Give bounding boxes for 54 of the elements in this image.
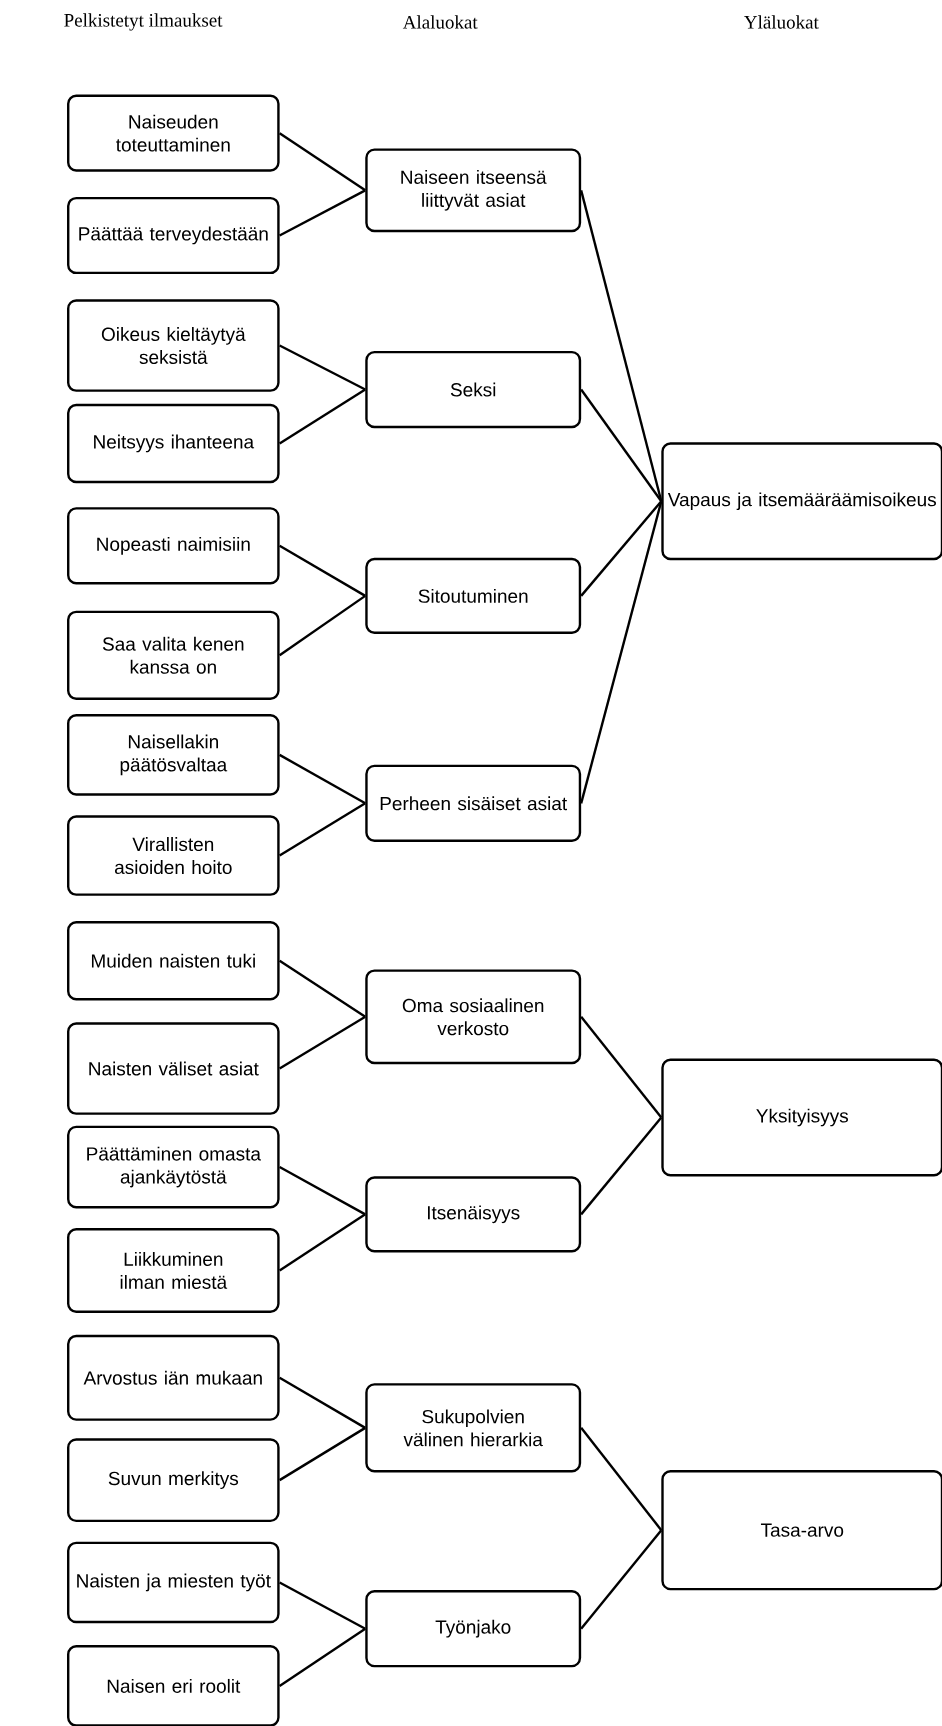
category-box: Naisen eri roolit <box>67 1645 280 1726</box>
connector-line <box>279 544 366 597</box>
category-box: Arvostus iän mukaan <box>67 1334 280 1421</box>
category-box: Vapaus ja itsemääräämisoikeus <box>661 442 942 561</box>
connector-line <box>278 132 366 192</box>
category-box: Sitoutuminen <box>365 557 582 634</box>
connector-line <box>279 344 366 391</box>
connector-line <box>279 1376 366 1429</box>
connector-line <box>279 388 366 445</box>
category-box: Naiseuden toteuttaminen <box>67 94 280 172</box>
category-box: Itsenäisyys <box>365 1176 582 1253</box>
connector-line <box>278 1213 366 1272</box>
connector-line <box>278 959 366 1018</box>
category-box: Naisten ja miesten työt <box>67 1541 280 1624</box>
connector-line <box>580 388 663 502</box>
connector-line <box>279 1581 366 1630</box>
connector-line <box>580 500 663 804</box>
connector-line <box>279 189 366 237</box>
category-box: Virallisten asioiden hoito <box>67 815 280 896</box>
column-heading: Yläluokat <box>744 15 819 29</box>
category-box: Neitsyys ihanteena <box>67 403 280 484</box>
connector-line <box>580 1016 663 1119</box>
category-box: Suvun merkitys <box>67 1438 280 1523</box>
category-box: Oma sosiaalinen verkosto <box>365 969 582 1065</box>
connector-line <box>580 500 663 597</box>
connector-line <box>279 802 366 857</box>
connector-line <box>278 594 366 657</box>
column-heading: Pelkistetyt ilmaukset <box>64 13 223 31</box>
category-box: Seksi <box>365 350 582 429</box>
category-box: Päättäminen omasta ajankäytöstä <box>67 1125 280 1209</box>
connector-line <box>580 1116 663 1216</box>
category-box: Naisellakin päätösvaltaa <box>67 714 280 796</box>
connector-line <box>279 753 366 805</box>
category-box: Naiseen itseensä liittyvät asiat <box>365 148 582 233</box>
column-heading: Alaluokat <box>402 15 478 29</box>
category-box: Nopeasti naimisiin <box>67 507 280 585</box>
connector-line <box>580 1427 663 1531</box>
connector-line <box>580 190 663 502</box>
category-box: Perheen sisäiset asiat <box>365 764 582 842</box>
category-box: Työnjako <box>365 1590 582 1668</box>
category-box: Sukupolvien välinen hierarkia <box>365 1383 582 1473</box>
category-box: Tasa-arvo <box>661 1470 942 1591</box>
category-box: Oikeus kieltäytyä seksistä <box>67 299 280 392</box>
category-box: Muiden naisten tuki <box>67 921 280 1001</box>
connector-line <box>279 1166 366 1216</box>
connector-line <box>580 1529 663 1630</box>
category-box: Yksityisyys <box>661 1058 942 1177</box>
category-box: Päättää terveydestään <box>67 196 280 275</box>
category-box: Naisten väliset asiat <box>67 1022 280 1115</box>
connector-line <box>279 1015 366 1070</box>
category-box: Saa valita kenen kanssa on <box>67 610 280 700</box>
category-box: Liikkuminen ilman miestä <box>67 1228 280 1313</box>
connector-line <box>279 1426 366 1482</box>
connector-line <box>278 1627 366 1687</box>
